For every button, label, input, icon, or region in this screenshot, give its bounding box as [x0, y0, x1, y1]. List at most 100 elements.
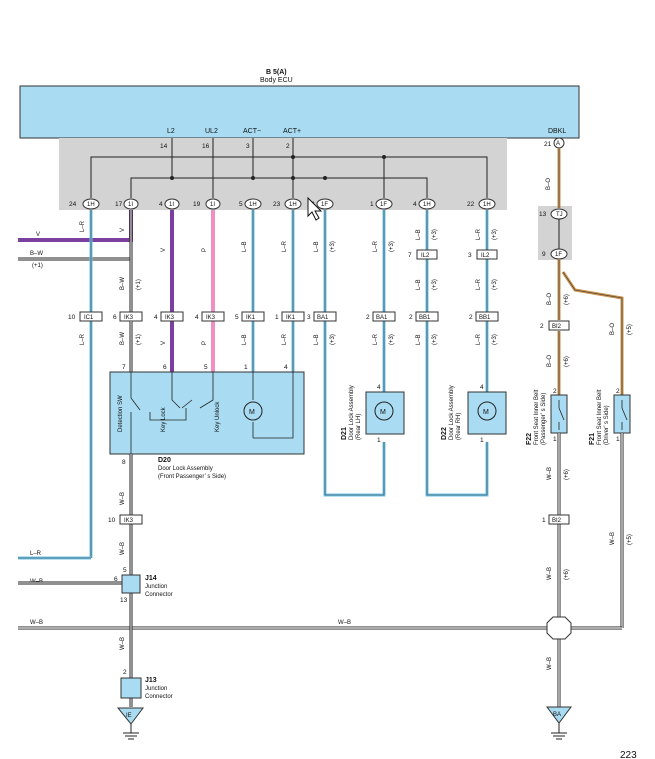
f22-name: Front Seat Inner Belt — [534, 389, 540, 445]
wl-12: (+3) — [389, 241, 395, 252]
d22-name: Door Lock Assembly — [449, 385, 455, 440]
row2-conn-4: IK1 — [246, 315, 256, 321]
f22-pin-1: 1 — [553, 436, 557, 443]
wl-27: L–R — [282, 333, 288, 345]
d20-label-detection: Detection SW — [118, 395, 124, 432]
d20-box — [109, 371, 305, 455]
wl-33: (+3) — [432, 334, 438, 345]
bi2-bot-box — [548, 514, 570, 525]
internal-bus — [90, 138, 488, 198]
wl-28: L–B — [314, 334, 320, 345]
row1-conn-7: 1F — [380, 202, 387, 208]
wl-25: P — [202, 341, 208, 345]
ecu-pin-3: 3 — [246, 143, 250, 150]
d22-side: (Rear RH) — [456, 413, 462, 440]
wl-32: L–B — [416, 334, 422, 345]
row1-conn-3: 1I — [210, 202, 215, 208]
bi2-bot-pin: 1 — [542, 517, 546, 524]
ecu-pin-label-act-minus: ACT− — [243, 128, 261, 135]
f21-pin-2: 2 — [616, 388, 620, 395]
row1-conn-6: 1F — [321, 202, 328, 208]
row1-pin-5: 23 — [273, 201, 281, 208]
row2-pin-8: 2 — [409, 314, 413, 321]
f22-side: (Passenger’ s Side) — [541, 393, 547, 445]
wire-label-wb-r3: W–B — [610, 532, 616, 545]
ground-ba-label: BA — [553, 712, 561, 718]
d21-motor-icon — [374, 401, 394, 421]
il2-pin-1: 7 — [408, 252, 412, 259]
d21-code: D21 — [341, 427, 348, 440]
row2-conn-3: IK3 — [206, 315, 216, 321]
tf9-conn: 1F — [555, 252, 562, 258]
row1-pin-3: 19 — [193, 201, 201, 208]
wire-label-plus5-1: (+5) — [627, 324, 633, 335]
row2-conn-8: BB1 — [419, 315, 431, 321]
wire-label-wb-bus1: W–B — [30, 620, 43, 626]
f22-pin-2: 2 — [553, 388, 557, 395]
wire-label-plus6-2: (+6) — [564, 356, 570, 367]
junction-block — [59, 138, 507, 210]
j14-name: Junction — [145, 584, 167, 590]
wire-label-bo-4: B–O — [610, 323, 616, 335]
ground-ie — [116, 707, 144, 725]
wl-4: (+1) — [136, 279, 142, 290]
row2-conn-2: IK3 — [165, 315, 175, 321]
j13-code: J13 — [145, 677, 157, 684]
row2-pin-9: 2 — [469, 314, 473, 321]
wire-label-v-left: V — [36, 232, 40, 238]
ground-ba — [546, 706, 572, 724]
wire-label-bo-1: B–O — [546, 178, 552, 190]
d21-motor-label: M — [380, 409, 386, 416]
wl-38: W–B — [120, 637, 126, 650]
ground-ie-label: IE — [126, 713, 132, 719]
j13-box — [120, 677, 142, 699]
wire-label-bo-3: B–O — [547, 355, 553, 367]
wl-2: V — [120, 228, 126, 232]
row1-pin-4: 5 — [239, 201, 243, 208]
ecu-pin-label-dbkl: DBKL — [548, 128, 566, 135]
row2-pin-1: 6 — [113, 314, 117, 321]
f21-side: (Driver’ s Side) — [604, 405, 610, 445]
wire-label-wb-r2: W–B — [547, 567, 553, 580]
wl-30: L–R — [373, 333, 379, 345]
row2-conn-7: BA1 — [376, 315, 388, 321]
j14-box — [121, 574, 141, 594]
d20-pin-6: 6 — [163, 364, 167, 371]
il2-box-2 — [476, 249, 498, 260]
row2-pin-6: 3 — [307, 314, 311, 321]
il2-conn-1: IL2 — [421, 253, 430, 259]
ecu-pin-14: 14 — [160, 143, 168, 150]
ecu-pin-2: 2 — [286, 143, 290, 150]
ecu-name: Body ECU — [260, 77, 293, 84]
wl-20: (+3) — [492, 279, 498, 290]
d20-pin-4: 4 — [284, 364, 288, 371]
row2-pin-2: 4 — [154, 314, 158, 321]
wl-23: (+1) — [136, 334, 142, 345]
row1-pin-1: 17 — [115, 201, 123, 208]
wire-label-lr-left: L–R — [30, 551, 42, 557]
wl-36: W–B — [120, 492, 126, 505]
row2-conn-5: IK1 — [286, 315, 296, 321]
d20-motor-label: M — [249, 409, 255, 416]
ecu-pin-label-l2: L2 — [167, 128, 175, 135]
tj-conn: TJ — [556, 212, 563, 218]
d20-pin-5: 5 — [204, 364, 208, 371]
j14-pin-6: 6 — [114, 576, 118, 583]
row2-pin-0: 10 — [68, 314, 76, 321]
ecu-pin-label-ul2: UL2 — [205, 128, 218, 135]
row2-pin-4: 5 — [235, 314, 239, 321]
f22-code: F22 — [526, 433, 533, 445]
wire-label-plus5-2: (+5) — [627, 534, 633, 545]
ecu-pin-21: 21 — [544, 141, 552, 148]
d20-pin-1: 1 — [244, 364, 248, 371]
d22-code: D22 — [441, 427, 448, 440]
mouse-cursor-icon — [307, 196, 323, 221]
f21-code: F21 — [589, 433, 596, 445]
d21-pin-4: 4 — [377, 384, 381, 391]
d20-label-keyunlock: Key Unlock — [215, 401, 221, 432]
f21-name: Front Seat Inner Belt — [597, 389, 603, 445]
wire-label-wb-r1: W–B — [547, 467, 553, 480]
d20-pin-8: 8 — [122, 459, 126, 466]
d21-name: Door Lock Assembly — [349, 385, 355, 440]
